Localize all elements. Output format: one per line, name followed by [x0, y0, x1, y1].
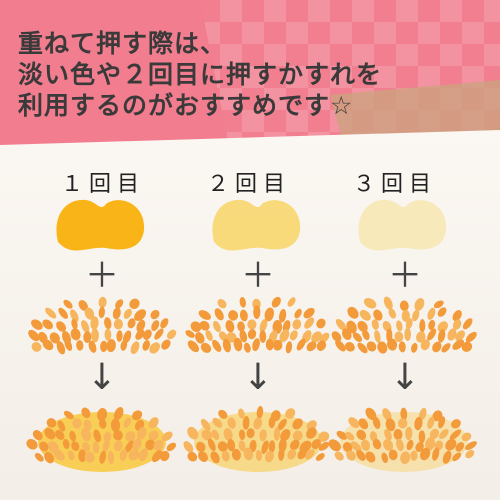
column-label-1: １回目	[60, 172, 145, 197]
arrow-down-1: ↓	[86, 357, 118, 398]
flower-stamp-outline-2	[331, 296, 477, 354]
yellow-base-stamp-1	[56, 199, 145, 251]
column-label-3: ３回目	[352, 172, 437, 197]
yellow-base-stamp-3	[358, 199, 447, 251]
flower-stamp-final-2	[328, 407, 477, 472]
arrow-down-3: ↓	[389, 357, 421, 398]
column-label-2: ２回目	[206, 172, 291, 197]
flower-stamp-final-1	[183, 405, 330, 472]
plus-sign-3: ＋	[388, 256, 422, 296]
caption-line-3: 利用するのがおすすめです☆	[18, 91, 354, 120]
arrow-down-2: ↓	[242, 357, 274, 398]
caption-text: 重ねて押す際は、 淡い色や２回目に押すかすれを 利用するのがおすすめです☆	[18, 28, 488, 121]
flower-stamp-final-0	[26, 407, 177, 472]
plus-sign-2: ＋	[241, 256, 275, 296]
flower-stamp-outline-0	[28, 296, 177, 355]
flower-stamp-outline-1	[185, 296, 330, 354]
caption-line-1: 重ねて押す際は、	[18, 29, 227, 58]
caption-line-2: 淡い色や２回目に押すかすれを	[18, 60, 383, 89]
plus-sign-1: ＋	[85, 256, 119, 296]
yellow-base-stamp-2	[212, 199, 301, 251]
